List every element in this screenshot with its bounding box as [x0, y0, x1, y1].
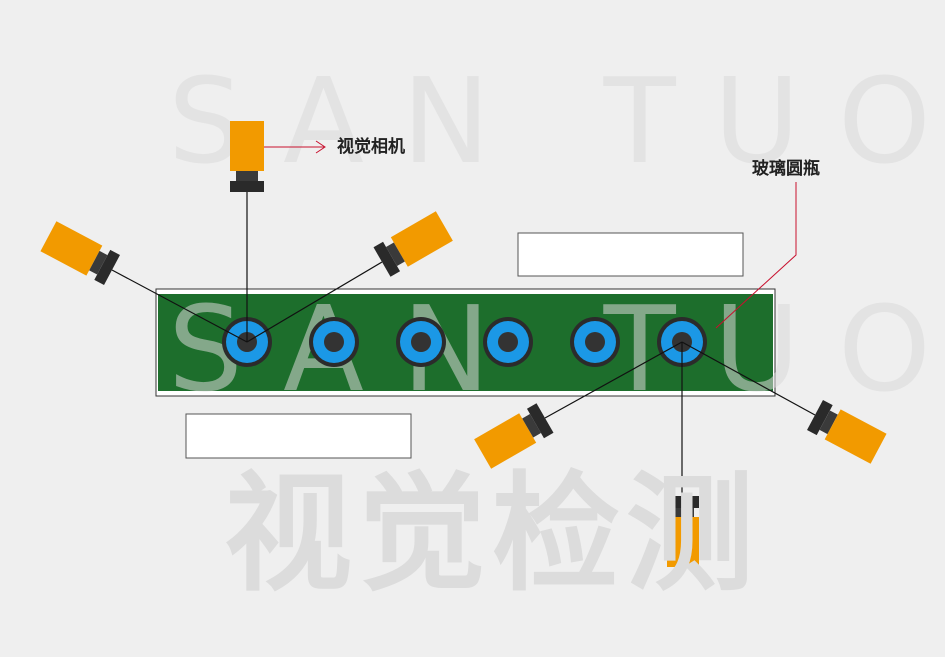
- watermark-title: 视觉检测: [224, 460, 760, 609]
- camera-icon: [230, 121, 264, 192]
- camera-icon: [667, 496, 699, 567]
- bottle-callout: [715, 182, 797, 329]
- blank-label-box-left: [185, 413, 412, 459]
- camera-icon: [373, 211, 453, 277]
- sight-line-bottom-right: [681, 341, 816, 416]
- sight-line-bottom-left: [544, 341, 683, 419]
- glass-bottle-icon: [483, 317, 533, 367]
- camera-icon: [474, 403, 554, 469]
- camera-icon: [807, 399, 887, 464]
- watermark-brand-top: SAN TUO: [168, 52, 945, 190]
- camera-label: 视觉相机: [337, 136, 405, 157]
- sight-lines: [111, 192, 816, 498]
- glass-bottle-icon: [396, 317, 446, 367]
- sight-line-top-right: [246, 261, 383, 343]
- blank-label-box-right: [517, 232, 744, 277]
- sight-line-top-left: [111, 269, 248, 343]
- camera-callout: [264, 140, 326, 154]
- camera-icon: [40, 221, 120, 286]
- bottle-row: [222, 317, 707, 367]
- bottle-label: 玻璃圆瓶: [752, 158, 820, 179]
- glass-bottle-icon: [570, 317, 620, 367]
- glass-bottle-icon: [309, 317, 359, 367]
- watermark-brand-middle: SAN TUO: [168, 280, 945, 418]
